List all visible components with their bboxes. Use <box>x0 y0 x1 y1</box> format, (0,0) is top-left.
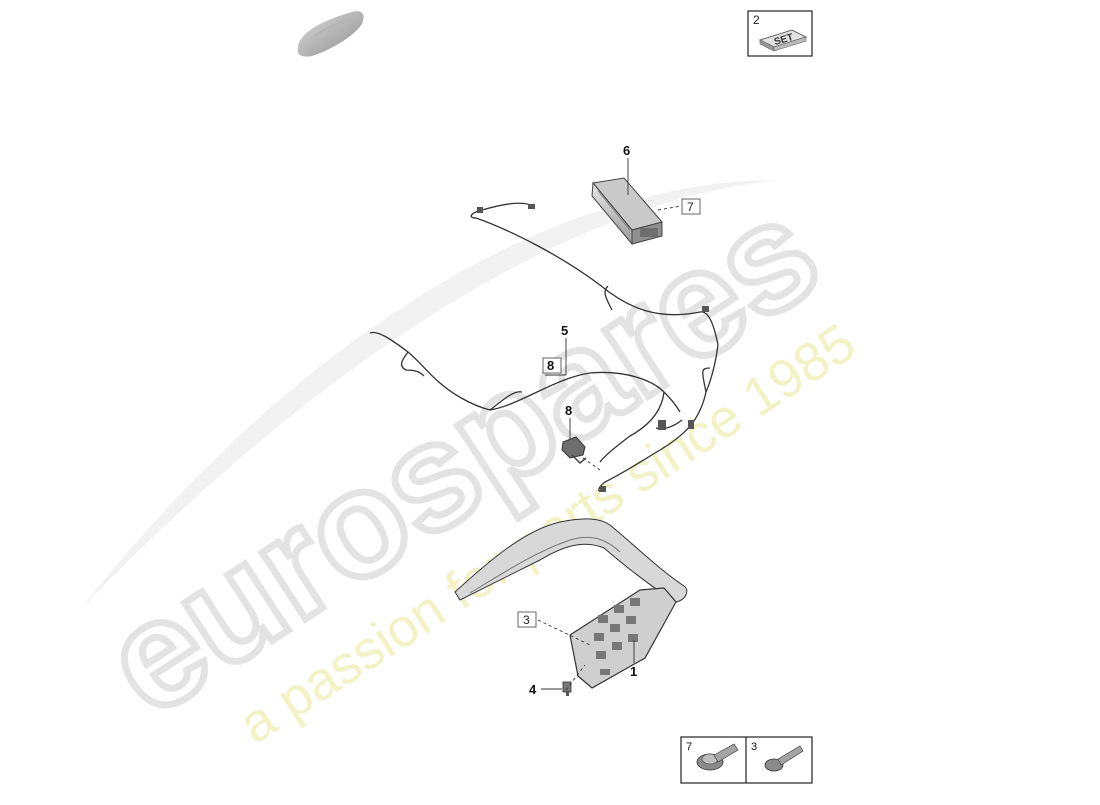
set-kit-number: 2 <box>753 13 760 27</box>
control-unit-part <box>591 177 663 246</box>
callout-8-boxed: 8 <box>547 358 554 373</box>
callout-8-box <box>542 357 562 374</box>
hex-bolt-icon <box>764 745 804 772</box>
callout-5: 5 <box>561 323 568 338</box>
carrier-part <box>454 518 688 689</box>
callout-3: 3 <box>523 613 530 627</box>
flange-bolt-icon <box>696 743 739 771</box>
callout-lines <box>537 158 682 691</box>
callout-3-box <box>517 611 537 628</box>
harness-connectors <box>477 204 709 492</box>
callout-7: 7 <box>687 200 694 214</box>
wiring-harness-part <box>369 202 719 492</box>
set-kit-box: 2 SET <box>747 10 813 57</box>
callout-7-box <box>681 198 701 215</box>
set-icon: SET <box>758 29 808 52</box>
bracket-part <box>561 436 587 465</box>
hardware-cell-7-number: 7 <box>686 741 692 753</box>
callout-8: 8 <box>565 403 572 418</box>
set-icon-text: SET <box>773 32 795 48</box>
hardware-cell-3-number: 3 <box>751 741 757 753</box>
callout-1: 1 <box>630 664 637 679</box>
watermark-brand: eurospares <box>76 165 846 746</box>
bolt-part <box>562 681 572 696</box>
car-thumbnail <box>297 11 364 57</box>
hardware-table: 7 3 <box>680 736 813 784</box>
callout-6: 6 <box>623 143 630 158</box>
callout-4: 4 <box>529 682 537 697</box>
